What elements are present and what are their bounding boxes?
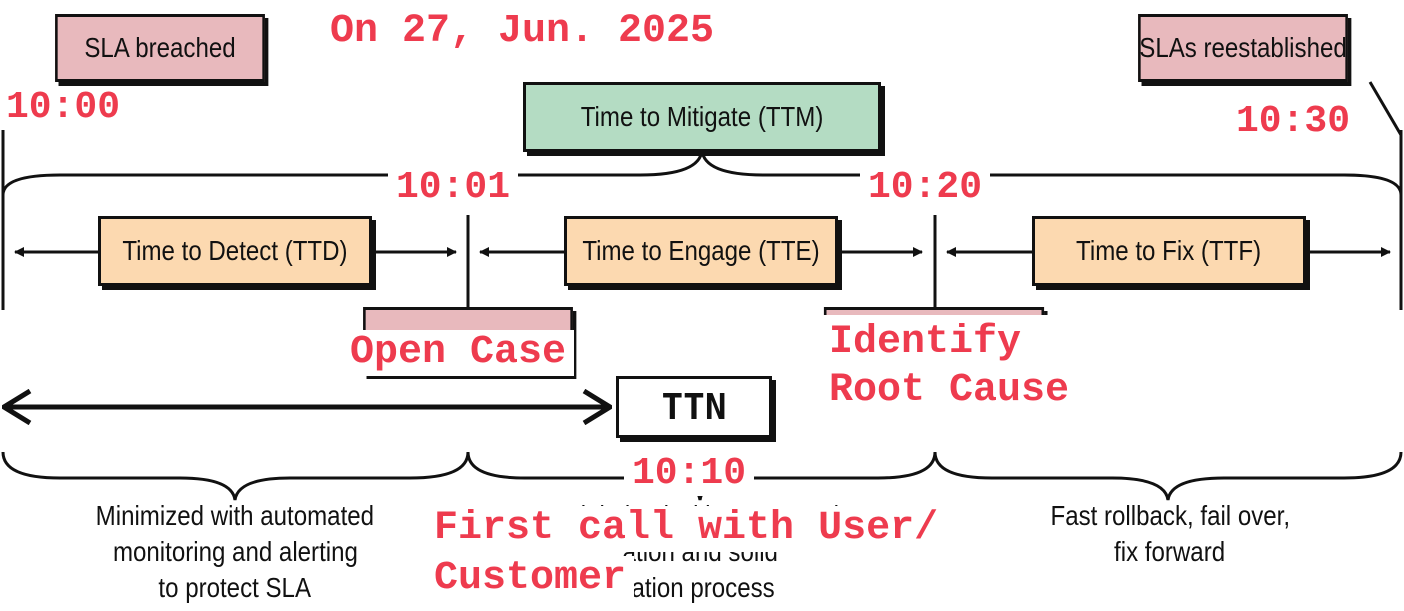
note-left: Minimized with automated monitoring and …: [60, 498, 410, 606]
note-right-line2: fix forward: [1114, 536, 1226, 567]
ttm-box: Time to Mitigate (TTM): [523, 82, 881, 152]
ttm-label: Time to Mitigate (TTM): [580, 101, 824, 132]
time-1020: 10:20: [860, 166, 991, 210]
note-right-line1: Fast rollback, fail over,: [1050, 500, 1290, 531]
date-banner: On 27, Jun. 2025: [320, 6, 725, 58]
note-middle-line3: lation process: [625, 572, 775, 603]
note-right: Fast rollback, fail over, fix forward: [995, 498, 1345, 570]
note-left-line3: to protect SLA: [158, 572, 312, 603]
open-case-stamp: Open Case: [342, 330, 575, 376]
slas-reestablished-box: SLAs reestablished: [1138, 14, 1348, 82]
ttn-label: TTN: [661, 386, 727, 428]
identify-root-cause-stamp: Identify Root Cause: [821, 315, 1078, 419]
tte-box: Time to Engage (TTE): [564, 216, 838, 286]
ttf-label: Time to Fix (TTF): [1076, 235, 1262, 266]
time-1000: 10:00: [0, 86, 127, 130]
brace-left: [1, 451, 470, 501]
identify-line: Identify: [829, 320, 1022, 365]
time-1030: 10:30: [1228, 100, 1359, 144]
root-cause-line: Root Cause: [829, 368, 1070, 413]
sla-reestablished-connector: [1368, 81, 1403, 136]
first-call-stamp-line2: Customer: [426, 556, 635, 602]
slas-reestablished-label: SLAs reestablished: [1139, 32, 1347, 63]
brace-right: [933, 451, 1403, 501]
ttf-box: Time to Fix (TTF): [1032, 216, 1306, 286]
note-left-line1: Minimized with automated: [95, 500, 375, 531]
first-call-stamp-line1: First call with User/: [426, 506, 947, 552]
brace-middle: [466, 451, 937, 501]
ttm-brace: [1, 149, 1403, 196]
time-1001: 10:01: [388, 166, 519, 210]
sla-breached-label: SLA breached: [84, 32, 236, 63]
note-left-line2: monitoring and alerting: [112, 536, 358, 567]
sla-breached-box: SLA breached: [55, 14, 265, 82]
ttd-box: Time to Detect (TTD): [98, 216, 372, 286]
ttd-label: Time to Detect (TTD): [122, 235, 348, 266]
time-1010: 10:10: [624, 452, 755, 496]
ttn-box: TTN: [616, 376, 772, 438]
tte-label: Time to Engage (TTE): [582, 235, 820, 266]
